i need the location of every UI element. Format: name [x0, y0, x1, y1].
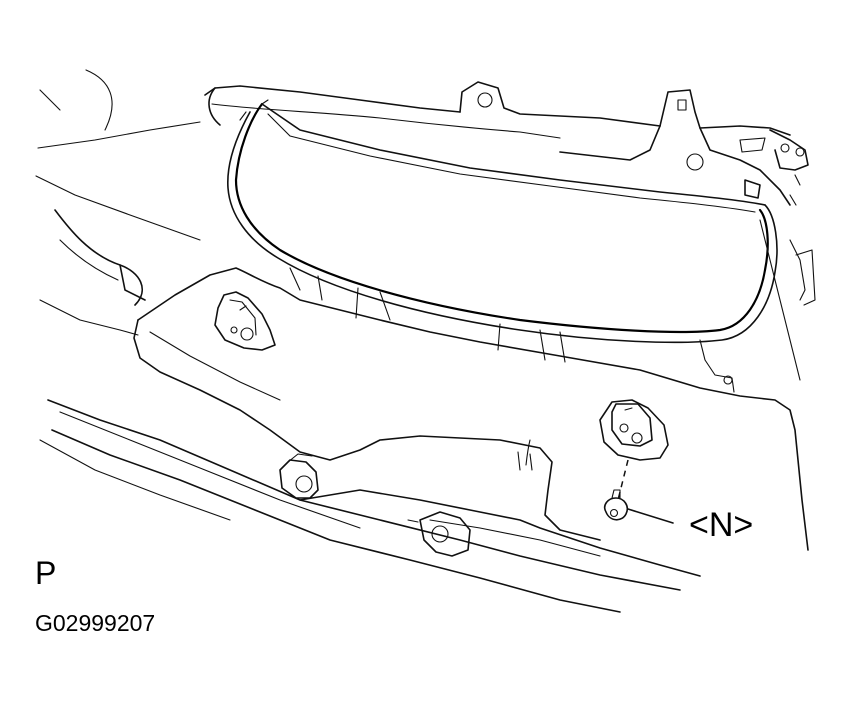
- callout-label: <N>: [689, 506, 753, 544]
- left-clip-mount: [214, 291, 276, 351]
- lower-clips: [279, 453, 471, 557]
- opening-outline: [227, 99, 778, 344]
- lower-brackets: [289, 267, 735, 393]
- lower-reinforcement: [39, 399, 701, 613]
- callout-leader: [627, 508, 674, 524]
- cover-panel: [133, 267, 809, 551]
- view-letter: P: [35, 555, 57, 591]
- figure-code: G02999207: [35, 610, 156, 636]
- right-side-panel: [759, 219, 816, 381]
- body-panel-outline: [35, 69, 201, 336]
- right-clip-mount: [599, 399, 669, 461]
- clip-fastener: [603, 459, 629, 521]
- upper-frame: [204, 81, 809, 206]
